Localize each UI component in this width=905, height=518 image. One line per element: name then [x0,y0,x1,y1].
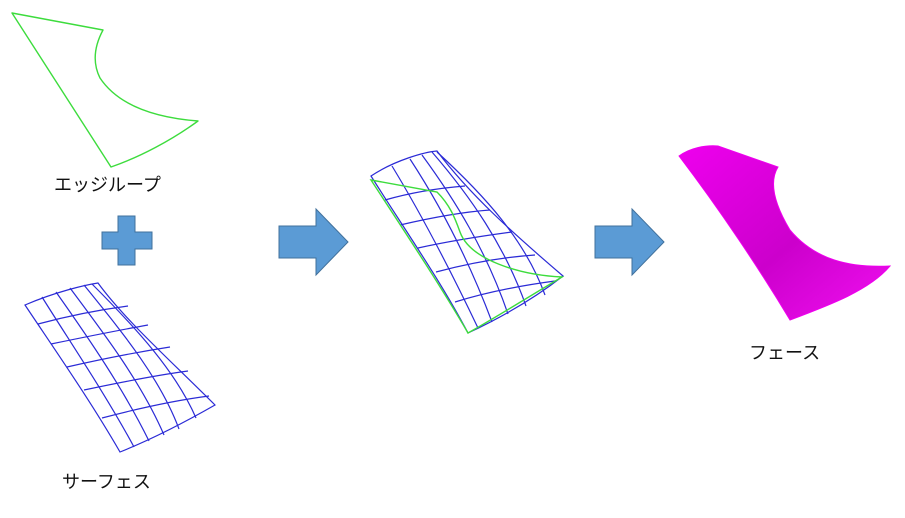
combined-mesh [369,150,565,334]
face-label: フェース [749,343,821,364]
right-arrow-icon [594,207,665,277]
right-arrow-icon [278,207,349,277]
face-shape [678,145,892,321]
edge-loop-label: エッジループ [54,175,161,196]
combined-edge-loop [369,179,565,334]
plus-icon [101,215,153,266]
edge-loop-shape [11,12,199,168]
surface-mesh [24,282,216,453]
surface-label: サーフェス [62,472,151,493]
